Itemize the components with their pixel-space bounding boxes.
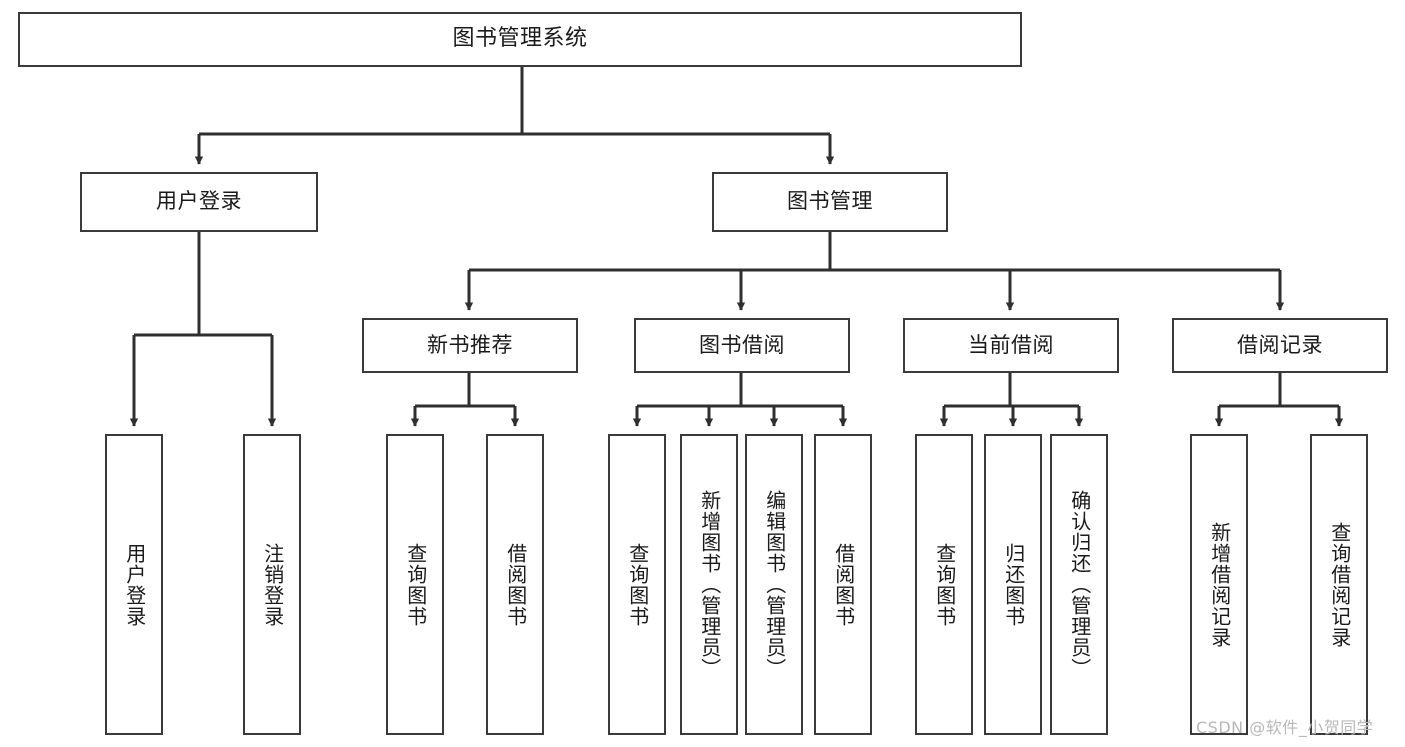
node-leaf-current-confirm[interactable]: 确认归还（管理员） [1050,434,1108,735]
node-root-label: 图书管理系统 [452,26,588,52]
node-root[interactable]: 图书管理系统 [18,12,1022,67]
node-leaf-borrow-borrow-label: 借阅图书 [831,542,856,627]
node-leaf-current-query-label: 查询图书 [932,542,957,627]
node-leaf-newbook-query-label: 查询图书 [403,542,428,627]
node-leaf-borrow-borrow[interactable]: 借阅图书 [814,434,872,735]
node-leaf-user-login[interactable]: 用户登录 [105,434,163,735]
node-leaf-newbook-borrow[interactable]: 借阅图书 [486,434,544,735]
watermark: CSDN @软件_小贺同学 [1196,718,1374,737]
node-leaf-logout-label: 注销登录 [260,542,285,627]
node-leaf-current-query[interactable]: 查询图书 [915,434,973,735]
node-leaf-records-query[interactable]: 查询借阅记录 [1310,434,1368,735]
node-user-login-label: 用户登录 [156,189,242,214]
node-leaf-current-confirm-label: 确认归还（管理员） [1067,490,1092,679]
node-leaf-borrow-add[interactable]: 新增图书（管理员） [680,434,738,735]
node-leaf-user-login-label: 用户登录 [122,542,147,627]
node-borrow-records-label: 借阅记录 [1237,332,1323,357]
node-book-borrow[interactable]: 图书借阅 [634,318,850,373]
node-book-management[interactable]: 图书管理 [712,172,948,232]
node-book-borrow-label: 图书借阅 [699,332,785,357]
node-leaf-records-add-label: 新增借阅记录 [1207,521,1232,648]
node-leaf-newbook-query[interactable]: 查询图书 [386,434,444,735]
node-current-borrow-label: 当前借阅 [968,332,1054,357]
node-book-management-label: 图书管理 [787,189,873,214]
node-leaf-current-return[interactable]: 归还图书 [984,434,1042,735]
node-leaf-logout[interactable]: 注销登录 [243,434,301,735]
node-new-book-recommend[interactable]: 新书推荐 [362,318,578,373]
node-new-book-recommend-label: 新书推荐 [427,332,513,357]
node-leaf-borrow-query-label: 查询图书 [625,542,650,627]
node-leaf-borrow-edit[interactable]: 编辑图书（管理员） [745,434,803,735]
node-leaf-records-add[interactable]: 新增借阅记录 [1190,434,1248,735]
node-leaf-borrow-edit-label: 编辑图书（管理员） [762,490,787,679]
node-borrow-records[interactable]: 借阅记录 [1172,318,1388,373]
node-leaf-records-query-label: 查询借阅记录 [1327,521,1352,648]
node-leaf-borrow-query[interactable]: 查询图书 [608,434,666,735]
node-user-login[interactable]: 用户登录 [80,172,318,232]
node-leaf-borrow-add-label: 新增图书（管理员） [697,490,722,679]
node-leaf-newbook-borrow-label: 借阅图书 [503,542,528,627]
node-leaf-current-return-label: 归还图书 [1001,542,1026,627]
node-current-borrow[interactable]: 当前借阅 [903,318,1119,373]
